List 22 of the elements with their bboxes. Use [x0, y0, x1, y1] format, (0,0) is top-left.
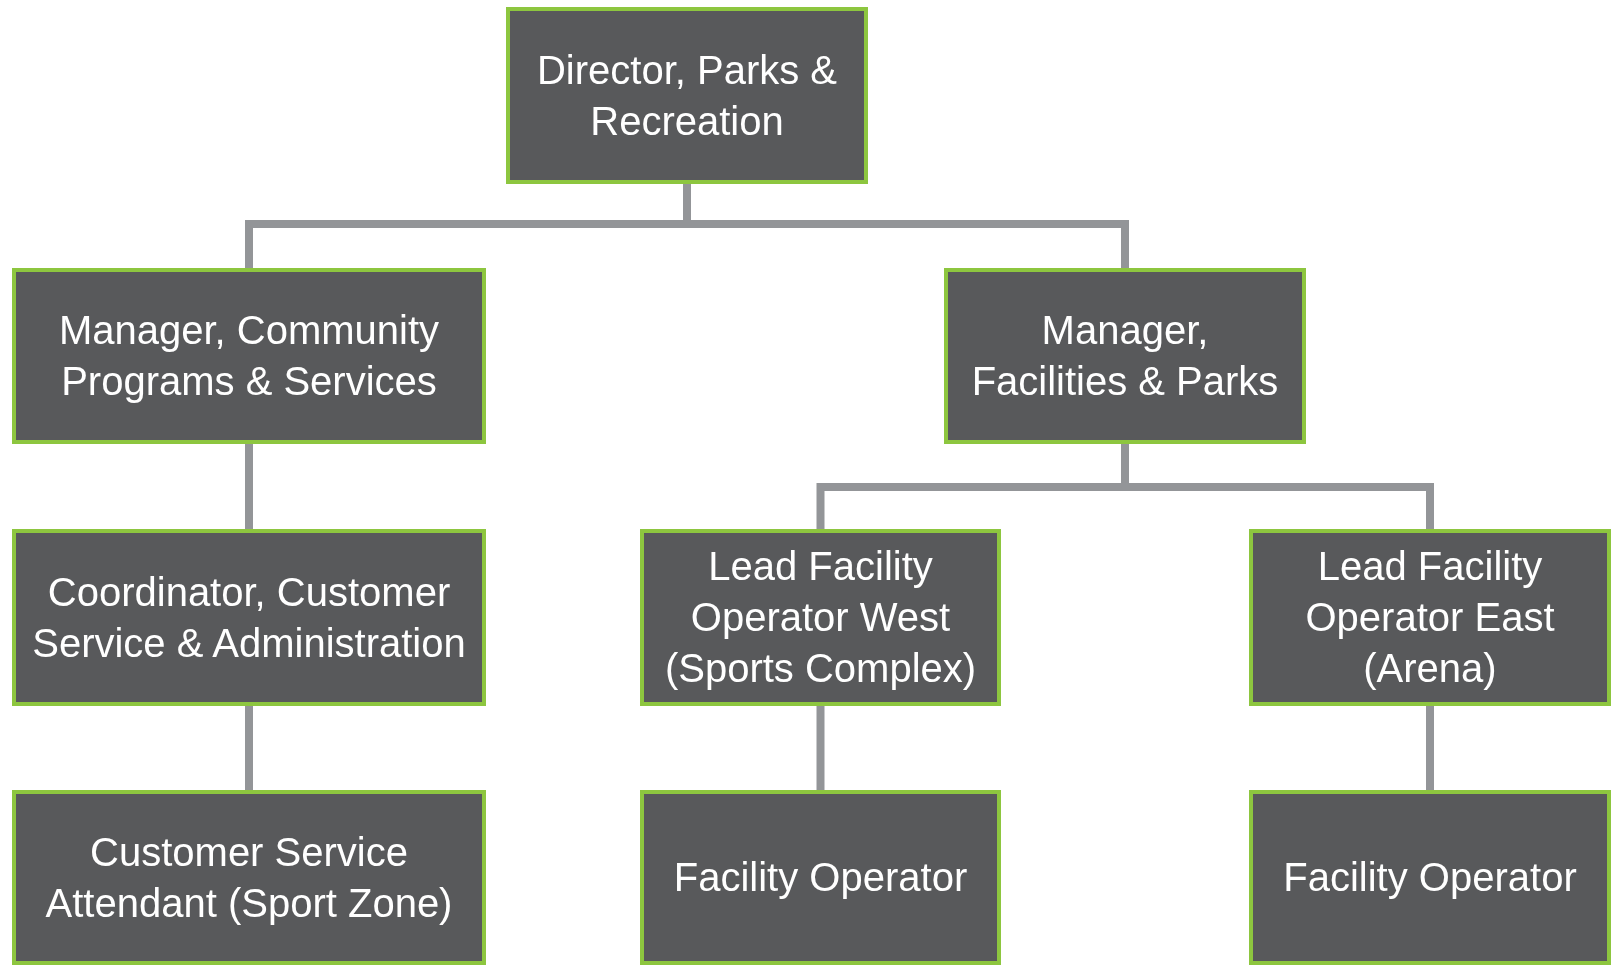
role-box — [1249, 529, 1611, 706]
role-title: Customer Service Attendant (Sport Zone) — [44, 828, 454, 927]
role-box — [12, 529, 486, 706]
role-box — [12, 790, 486, 965]
role-title: Facility Operator — [1283, 854, 1577, 901]
role-box — [12, 268, 486, 444]
connector-line — [816, 706, 825, 790]
role-box — [640, 529, 1001, 706]
role-title: Lead Facility Operator East (Arena) — [1304, 543, 1556, 692]
role-title: Coordinator, Customer Service & Administration — [31, 568, 467, 667]
connector-line — [1426, 706, 1434, 790]
role-title: Facility Operator — [673, 854, 968, 901]
connector-line — [245, 706, 253, 790]
connector-line — [245, 444, 253, 529]
role-title: Manager, Community Programs & Services — [57, 307, 441, 405]
role-title: Manager, Facilities & Parks — [970, 307, 1280, 405]
role-title: Director, Parks & Recreation — [535, 46, 839, 145]
role-box — [1249, 790, 1611, 965]
role-box — [506, 7, 868, 184]
role-box — [640, 790, 1001, 965]
role-box — [944, 268, 1306, 444]
role-title: Lead Facility Operator West (Sports Complex) — [663, 543, 978, 692]
